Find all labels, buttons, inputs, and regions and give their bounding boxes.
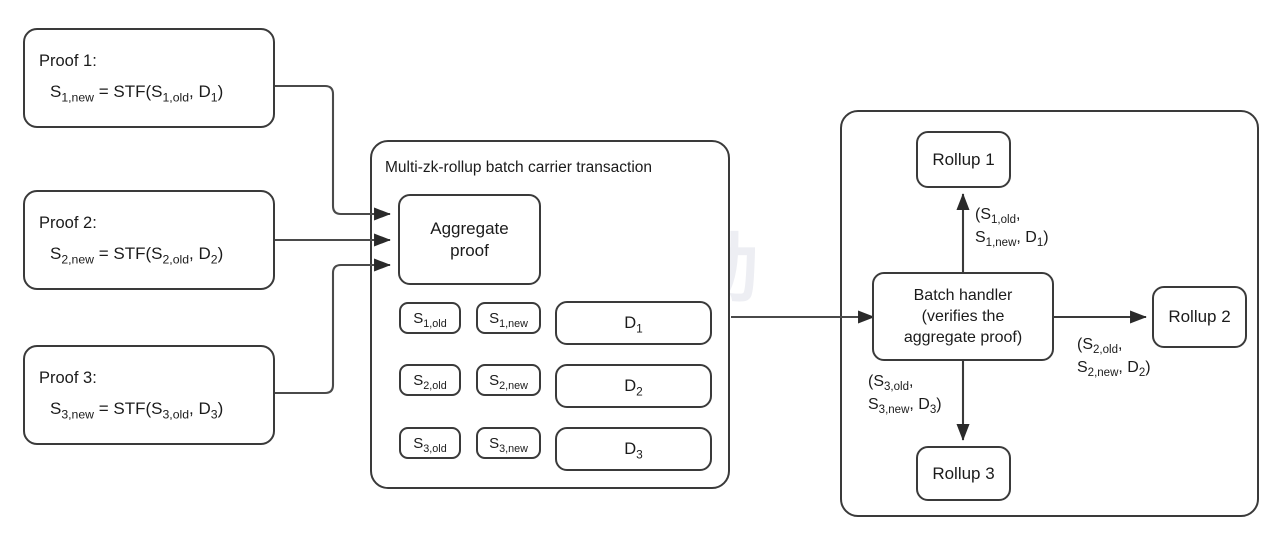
rollup-3-label: Rollup 3: [932, 463, 995, 483]
aggregate-proof-box[interactable]: Aggregate proof: [398, 194, 541, 285]
rollup-2-label: Rollup 2: [1168, 307, 1231, 326]
rollup-1-label: Rollup 1: [932, 149, 995, 169]
proof-2-equation: S2,new = STF(S2,old, D2): [50, 243, 224, 267]
data-box-d2-label: D2: [624, 376, 643, 398]
rollup-box-3[interactable]: Rollup 3: [916, 446, 1011, 501]
carrier-transaction-title: Multi-zk-rollup batch carrier transactio…: [385, 159, 653, 176]
state-box-s3-new-label: S3,new: [489, 434, 528, 455]
state-box-s1-old[interactable]: S1,old: [399, 302, 461, 334]
state-box-s3-old-label: S3,old: [413, 434, 447, 455]
state-box-s2-new-label: S2,new: [489, 371, 528, 392]
rollup-box-1[interactable]: Rollup 1: [916, 131, 1011, 188]
data-box-d2[interactable]: D2: [555, 364, 712, 408]
data-box-d3-label: D3: [624, 439, 643, 461]
state-box-s3-old[interactable]: S3,old: [399, 427, 461, 459]
proof-1-equation: S1,new = STF(S1,old, D1): [50, 81, 224, 105]
state-box-s1-new[interactable]: S1,new: [476, 302, 541, 334]
state-box-s3-new[interactable]: S3,new: [476, 427, 541, 459]
proof-3-title: Proof 3:: [39, 369, 97, 388]
edge-label-rollup1: (S1,old,S1,new, D1): [975, 206, 1049, 250]
data-box-d3[interactable]: D3: [555, 427, 712, 471]
state-box-s1-old-label: S1,old: [413, 309, 447, 330]
state-box-s2-old[interactable]: S2,old: [399, 364, 461, 396]
rollup-box-2[interactable]: Rollup 2: [1152, 286, 1247, 348]
state-box-s2-old-label: S2,old: [413, 371, 447, 392]
proof-3-equation: S3,new = STF(S3,old, D3): [50, 398, 224, 422]
batch-handler-label: Batch handler (verifies the aggregate pr…: [903, 286, 1023, 347]
proof-2-title: Proof 2:: [39, 214, 97, 233]
data-box-d1-label: D1: [624, 313, 643, 335]
proof-box-1[interactable]: Proof 1: S1,new = STF(S1,old, D1): [23, 28, 275, 128]
proof-box-3[interactable]: Proof 3: S3,new = STF(S3,old, D3): [23, 345, 275, 445]
state-box-s1-new-label: S1,new: [489, 309, 528, 330]
edge-label-rollup3: (S3,old,S3,new, D3): [868, 373, 942, 417]
data-box-d1[interactable]: D1: [555, 301, 712, 345]
proof-box-2[interactable]: Proof 2: S2,new = STF(S2,old, D2): [23, 190, 275, 290]
edge-label-rollup2: (S2,old,S2,new, D2): [1077, 336, 1151, 380]
state-box-s2-new[interactable]: S2,new: [476, 364, 541, 396]
proof-1-title: Proof 1:: [39, 52, 97, 71]
aggregate-proof-label: Aggregate proof: [430, 218, 509, 260]
batch-handler-box[interactable]: Batch handler (verifies the aggregate pr…: [872, 272, 1054, 361]
